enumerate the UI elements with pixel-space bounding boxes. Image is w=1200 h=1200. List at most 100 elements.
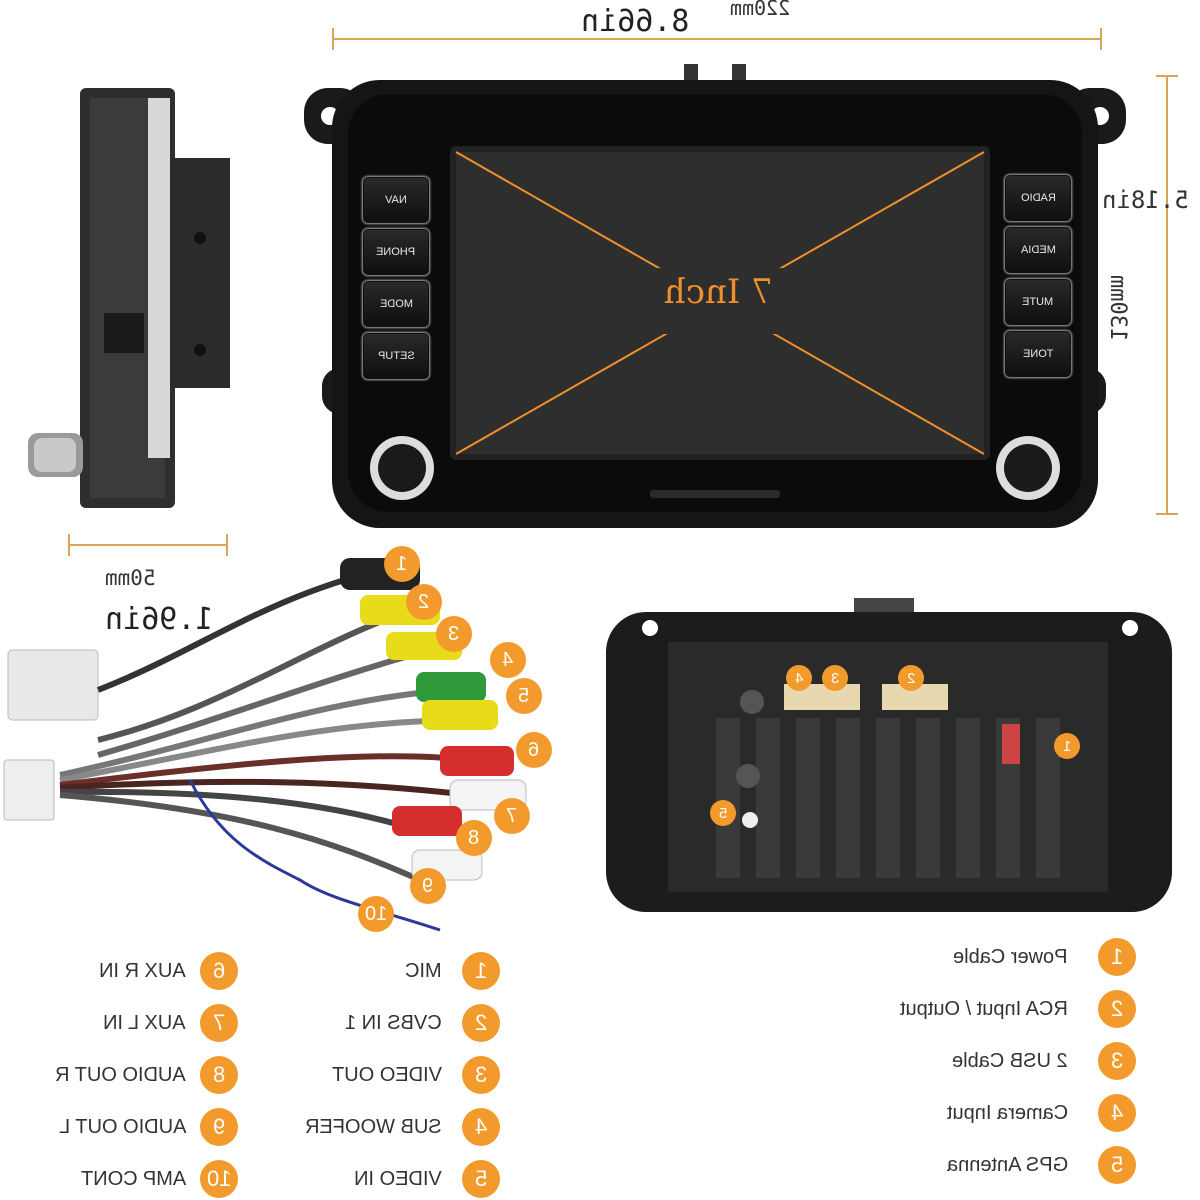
tone-button-label: TONE [1022, 348, 1054, 360]
legend-row-video-in: VIDEO IN 5 [354, 1160, 500, 1198]
legend-label: AUDIO OUT R [55, 1063, 186, 1086]
head-unit-front [304, 64, 1126, 528]
cable-harness-illustration [3, 558, 527, 932]
back-marker-2-text: 2 [906, 669, 916, 687]
height-dimension-line [1166, 75, 1168, 515]
legend-badge: 1 [462, 952, 500, 990]
nav-button-label: NAV [385, 194, 407, 206]
setup-button-label: SETUP [377, 350, 415, 362]
screen-size-label: 7 Inch [663, 272, 773, 312]
cable-marker-6: 6 [516, 732, 552, 768]
back-legend-label: GPS Antenna [946, 1153, 1068, 1176]
back-marker-4: 4 [786, 665, 812, 691]
back-legend-badge: 4 [1098, 1094, 1136, 1132]
cable-marker-2-text: 2 [418, 590, 430, 613]
cable-marker-7-text: 7 [506, 804, 518, 827]
legend-row-cvbs-in-1: CVBS IN 1 2 [345, 1004, 500, 1042]
depth-tick-right [226, 534, 228, 556]
phone-button-label: PHONE [376, 246, 416, 258]
mode-button-label: MODE [379, 298, 413, 310]
cable-marker-8: 8 [456, 820, 492, 856]
legend-row-sub-woofer: SUB WOOFER 4 [305, 1108, 500, 1146]
tone-button[interactable]: TONE [1004, 330, 1072, 378]
legend-label: AUDIO OUT L [58, 1115, 186, 1138]
back-legend-badge: 5 [1098, 1146, 1136, 1184]
back-marker-1: 1 [1054, 733, 1080, 759]
back-marker-3-text: 3 [830, 669, 840, 687]
cable-marker-9: 9 [410, 868, 446, 904]
side-view-illustration [28, 88, 230, 508]
cable-marker-6-text: 6 [528, 738, 540, 761]
width-dimension-tick-left [332, 28, 334, 50]
back-legend-rca: RCA Input / Output 2 [900, 990, 1136, 1028]
back-marker-5: 5 [710, 800, 736, 826]
legend-badge: 3 [462, 1056, 500, 1094]
back-legend-label: Camera Input [946, 1101, 1068, 1124]
back-legend-label: RCA Input / Output [900, 997, 1068, 1020]
back-legend-badge: 1 [1098, 938, 1136, 976]
legend-badge: 7 [200, 1004, 238, 1042]
width-mm-text: 220mm [729, 0, 791, 20]
cable-marker-9-text: 9 [422, 874, 434, 897]
legend-badge: 6 [200, 952, 238, 990]
cable-marker-3: 3 [436, 616, 472, 652]
legend-label: AMP CONT [80, 1167, 186, 1190]
mute-button-label: MUTE [1022, 296, 1054, 308]
legend-badge: 2 [462, 1004, 500, 1042]
cable-marker-5: 5 [506, 678, 542, 714]
legend-label: CVBS IN 1 [345, 1011, 442, 1034]
back-legend-badge: 2 [1098, 990, 1136, 1028]
legend-row-amp-cont: AMP CONT 10 [81, 1160, 238, 1198]
legend-label: AUX R IN [99, 959, 186, 982]
width-dimension-line [332, 38, 1102, 40]
back-legend-badge: 3 [1098, 1042, 1136, 1080]
head-unit-controls: NAV PHONE MODE SETUP RADIO MEDIA MUTE TO… [300, 58, 1128, 528]
back-marker-2: 2 [898, 665, 924, 691]
media-button-label: MEDIA [1020, 244, 1056, 256]
back-legend-label: Power Cable [953, 945, 1068, 968]
legend-label: SUB WOOFER [305, 1115, 442, 1138]
cable-marker-1-text: 1 [396, 552, 408, 575]
depth-tick-left [68, 534, 70, 556]
legend-row-mic: MIC 1 [405, 952, 500, 990]
back-marker-5-text: 5 [718, 804, 728, 822]
cable-marker-5-text: 5 [518, 684, 530, 707]
setup-button[interactable]: SETUP [362, 332, 430, 380]
legend-badge: 10 [200, 1160, 238, 1198]
legend-row-audio-out-r: AUDIO OUT R 8 [55, 1056, 238, 1094]
legend-label: VIDEO IN [354, 1167, 442, 1190]
cable-marker-10-text: 10 [364, 902, 388, 925]
height-dimension-tick-top [1156, 75, 1178, 77]
legend-label: MIC [405, 959, 442, 982]
cable-marker-10: 10 [358, 896, 394, 932]
legend-row-aux-l-in: AUX L IN 7 [103, 1004, 238, 1042]
width-in-text: 8.66in [580, 4, 690, 39]
radio-button-label: RADIO [1020, 192, 1056, 204]
back-marker-3: 3 [822, 665, 848, 691]
cable-marker-2: 2 [406, 584, 442, 620]
cable-marker-1: 1 [384, 546, 420, 582]
cable-marker-4: 4 [490, 642, 526, 678]
phone-button[interactable]: PHONE [362, 228, 430, 276]
legend-badge: 8 [200, 1056, 238, 1094]
legend-badge: 5 [462, 1160, 500, 1198]
media-button[interactable]: MEDIA [1004, 226, 1072, 274]
head-unit-back-view [606, 598, 1172, 912]
legend-label: VIDEO OUT [331, 1063, 442, 1086]
back-legend-camera: Camera Input 4 [947, 1094, 1136, 1132]
nav-button[interactable]: NAV [362, 176, 430, 224]
back-legend-power-cable: Power Cable 1 [953, 938, 1136, 976]
radio-button[interactable]: RADIO [1004, 174, 1072, 222]
cable-marker-7: 7 [494, 798, 530, 834]
back-legend-label: 2 USB Cable [952, 1049, 1068, 1072]
height-dimension-tick-bottom [1156, 513, 1178, 515]
cable-marker-4-text: 4 [502, 648, 514, 671]
mode-button[interactable]: MODE [362, 280, 430, 328]
back-legend-gps: GPS Antenna 5 [947, 1146, 1136, 1184]
cable-marker-3-text: 3 [448, 622, 460, 645]
screen-size-label-wrap: 7 Inch [648, 272, 788, 312]
mute-button[interactable]: MUTE [1004, 278, 1072, 326]
legend-row-audio-out-l: AUDIO OUT L 9 [59, 1108, 238, 1146]
width-in-wrap: 8.66in [575, 4, 695, 39]
legend-label: AUX L IN [103, 1011, 186, 1034]
